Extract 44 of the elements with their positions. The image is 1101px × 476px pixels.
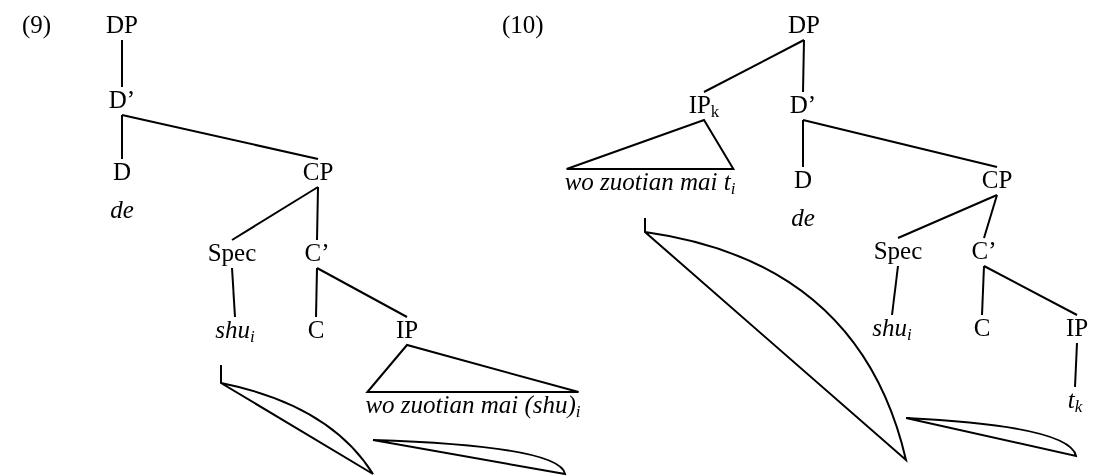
tree-node-label: Spec — [207, 239, 257, 267]
example-number: (9) — [22, 11, 52, 39]
tree-node-label: C’ — [971, 237, 997, 265]
tree-node-label: DP — [788, 11, 820, 39]
tree-node-label: CP — [981, 166, 1013, 194]
tree-branch-line — [802, 119, 804, 168]
tree-branch-line — [121, 39, 123, 88]
phrase-text: wo zuotian mai t$_{i}$ — [564, 168, 736, 196]
tree-branch-line — [1074, 342, 1078, 388]
tree-node-label: D de — [791, 166, 815, 232]
tree-node-label: D de — [110, 158, 134, 224]
tree-branch-line — [983, 265, 1078, 316]
tree-branch-line — [897, 194, 998, 239]
tree-branch-line — [231, 186, 319, 241]
triangle-branch — [365, 343, 580, 393]
tree-node-label: Spec — [873, 237, 923, 265]
tree-branch-line — [121, 114, 123, 160]
tree-branch-line — [802, 119, 998, 168]
tree-node-label: shu$_{i}$ — [215, 316, 255, 344]
tree-branch-line — [802, 39, 805, 93]
example-number: (10) — [502, 11, 544, 39]
tree-branch-line — [315, 267, 318, 318]
tree-node-label: C — [307, 316, 325, 344]
tree-node-label: D’ — [108, 86, 136, 114]
tree-branch-line — [983, 194, 998, 239]
tree-node-label: DP — [106, 11, 138, 39]
tree-node-label: IP — [1065, 314, 1089, 342]
tree-branch-line — [316, 267, 408, 318]
tree-branch-line — [703, 39, 805, 93]
tree-node-label: D’ — [789, 91, 817, 119]
tree-node-label: shu$_{i}$ — [872, 314, 912, 342]
tree-node-label: C — [973, 314, 991, 342]
tree-node-label: IP — [395, 316, 419, 344]
phrase-text: wo zuotian mai (shu)$_{i}$ — [365, 391, 581, 419]
tree-branch-line — [891, 265, 899, 316]
tree-branch-line — [981, 265, 985, 316]
tree-node-label: C’ — [304, 239, 330, 267]
tree-branch-line — [121, 114, 319, 160]
tree-node-label: t$_{k}$ — [1067, 386, 1083, 414]
triangle-branch — [565, 118, 736, 170]
tree-node-label: IP$_{k}$ — [688, 91, 720, 119]
tree-branch-line — [231, 267, 236, 318]
tree-branch-line — [316, 186, 319, 241]
tree-node-label: CP — [302, 158, 334, 186]
